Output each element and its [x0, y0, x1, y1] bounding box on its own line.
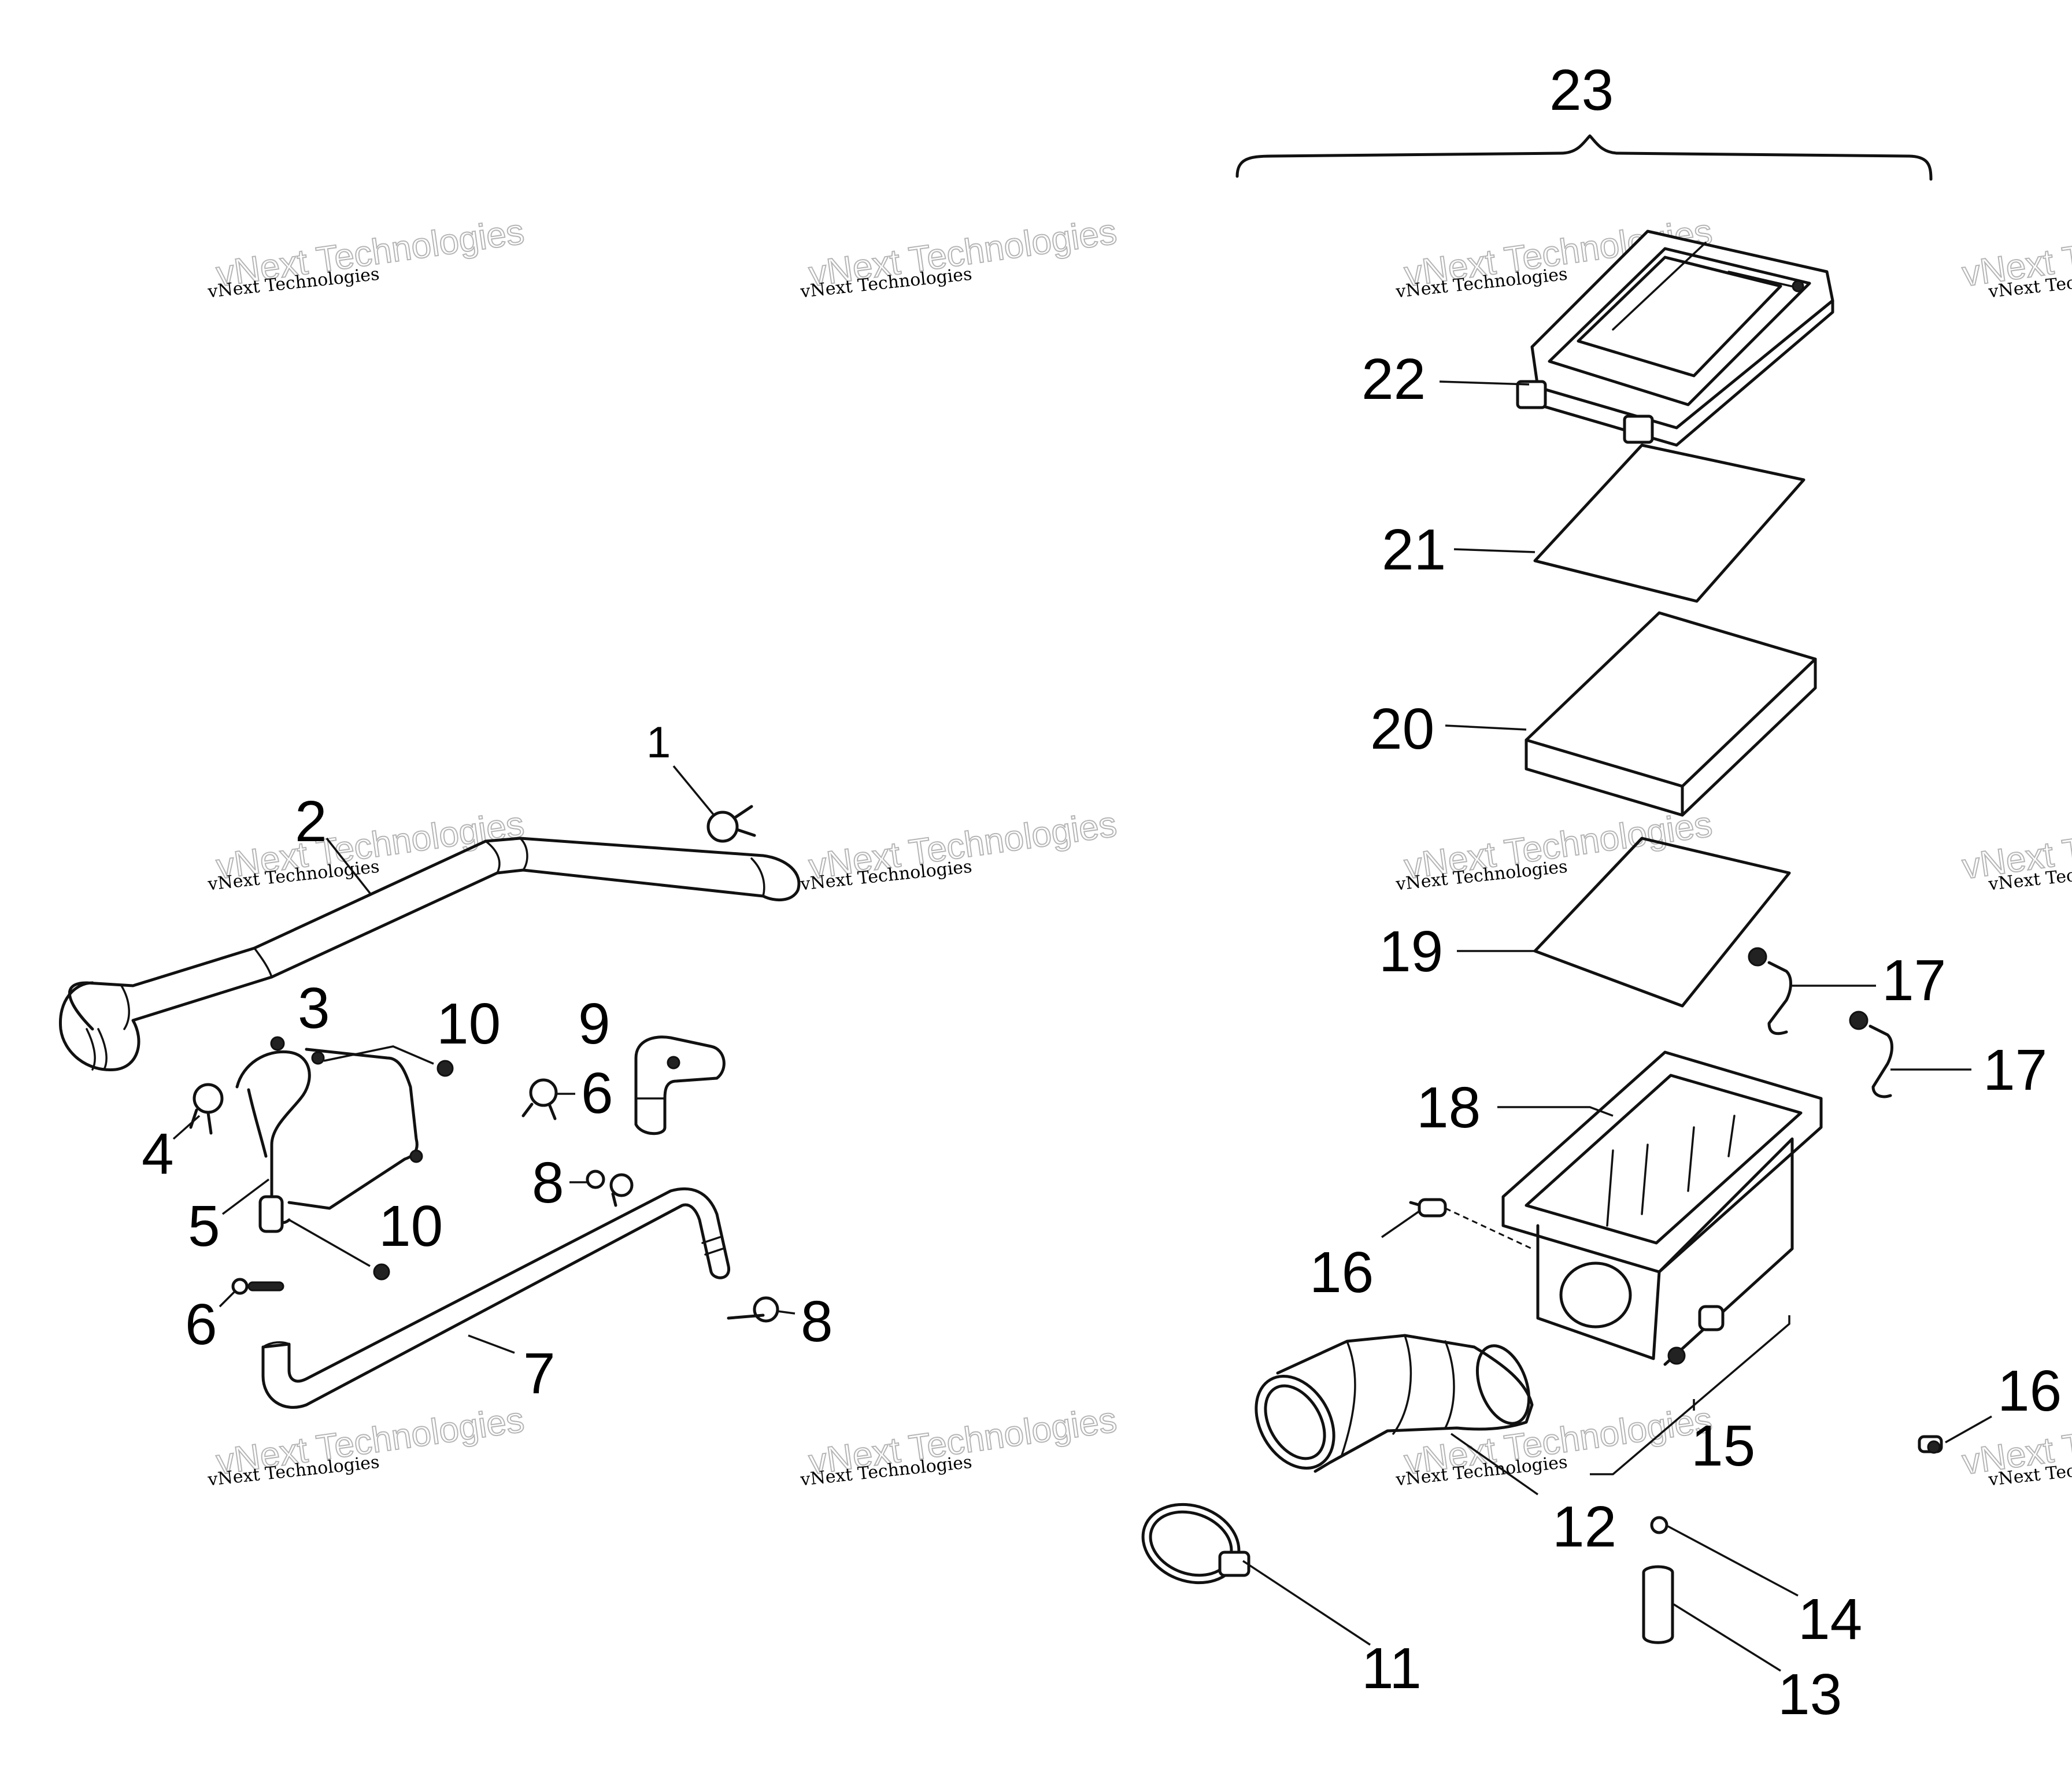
- part-16-bolt-right: [1918, 1435, 1943, 1454]
- callout-19: 19: [1379, 919, 1443, 984]
- part-7-drain-hose: [261, 1187, 730, 1409]
- leader-21: [1453, 548, 1536, 553]
- part-10-screw-lower: [288, 1219, 390, 1281]
- part-11-duct-clamp: [1141, 1503, 1250, 1585]
- watermark-tile: vNext Technologies vNext Technologies: [1394, 1399, 1715, 1490]
- leader-6-lower: [219, 1291, 235, 1308]
- watermark-tile: vNext Technologies vNext Technologies: [1959, 211, 2072, 302]
- leader-12: [1450, 1433, 1539, 1496]
- part-13-drain-plug: [1642, 1565, 1674, 1644]
- part-21-filter-screen: [1533, 443, 1805, 603]
- leader-15: [1590, 1315, 1790, 1475]
- leader-16-right: [1945, 1415, 1992, 1444]
- part-8-clamp-lower: [727, 1296, 779, 1323]
- part-14-clip: [1650, 1516, 1668, 1534]
- watermark-tile: vNext Technologies vNext Technologies: [206, 1399, 527, 1490]
- part-18-air-filter-case: [1501, 1050, 1823, 1366]
- callout-12: 12: [1552, 1494, 1616, 1559]
- callout-8-upper: 8: [532, 1150, 564, 1215]
- leader-13: [1673, 1603, 1781, 1672]
- part-12-intake-duct: [1255, 1334, 1534, 1473]
- callout-22: 22: [1361, 347, 1426, 412]
- callout-13: 13: [1778, 1662, 1842, 1727]
- callout-6-upper: 6: [581, 1061, 613, 1126]
- part-9-elbow-hose: [634, 1035, 726, 1135]
- callout-21: 21: [1382, 517, 1446, 582]
- leader-16-left: [1381, 1210, 1420, 1238]
- watermark-tile: vNext Technologies vNext Technologies: [1959, 804, 2072, 894]
- watermark-tile: vNext Technologies vNext Technologies: [799, 211, 1120, 302]
- part-17-clip-upper: [1748, 947, 1792, 1035]
- callout-6-lower: 6: [185, 1292, 217, 1357]
- callout-9: 9: [578, 991, 610, 1056]
- callout-15: 15: [1691, 1414, 1755, 1478]
- part-17-clip-lower: [1849, 1011, 1893, 1098]
- leader-7: [468, 1334, 515, 1354]
- part-6-clamp-lower: [231, 1278, 284, 1295]
- callout-17-upper: 17: [1882, 948, 1946, 1013]
- leader-5: [221, 1178, 270, 1215]
- watermark-tile: vNext Technologies vNext Technologies: [1394, 804, 1715, 894]
- leader-lines: [172, 380, 1992, 1672]
- part-3-nut: [270, 1036, 285, 1051]
- callout-10-lower: 10: [379, 1194, 443, 1259]
- callout-20: 20: [1370, 697, 1434, 761]
- callout-11: 11: [1361, 1636, 1422, 1701]
- callout-2: 2: [295, 789, 327, 854]
- callout-10-upper: 10: [436, 991, 501, 1056]
- part-23-assembly-brace: [1235, 134, 1933, 181]
- part-10-screw-upper: [323, 1045, 454, 1077]
- callout-5: 5: [188, 1194, 220, 1259]
- watermark-tile: vNext Technologies vNext Technologies: [206, 211, 527, 302]
- leader-20: [1445, 724, 1527, 731]
- callout-23: 23: [1549, 58, 1614, 123]
- part-5-breather-separator: [235, 1048, 423, 1233]
- callout-16-right: 16: [1997, 1359, 2062, 1423]
- callout-14: 14: [1798, 1587, 1862, 1652]
- watermark-tile: vNext Technologies vNext Technologies: [799, 1399, 1120, 1490]
- part-6-clamp-upper: [521, 1078, 558, 1120]
- leader-4: [172, 1115, 201, 1140]
- leader-22: [1439, 380, 1530, 386]
- leader-14: [1667, 1525, 1799, 1597]
- part-2-breather-hose: [58, 837, 801, 1071]
- leader-11: [1242, 1560, 1371, 1646]
- watermark-tile: vNext Technologies vNext Technologies: [799, 804, 1120, 894]
- leader-1: [672, 765, 715, 816]
- callout-4: 4: [142, 1122, 174, 1186]
- callout-8-lower: 8: [801, 1289, 833, 1354]
- part-16-bolt-left: [1409, 1198, 1533, 1250]
- part-4-hose-clamp: [189, 1083, 224, 1135]
- leader-2: [325, 837, 371, 894]
- callout-labels: 1 2 3 4 5 6 6 7 8 8 9 10 10 11 12 13 14 …: [142, 58, 2062, 1727]
- callout-17-lower: 17: [1983, 1038, 2047, 1102]
- callout-18: 18: [1416, 1075, 1481, 1140]
- part-22-air-filter-cover: [1516, 230, 1834, 447]
- callout-1: 1: [646, 718, 671, 767]
- callout-3: 3: [298, 976, 330, 1041]
- part-19-filter-screen: [1533, 837, 1791, 1008]
- leader-8-lower: [777, 1310, 796, 1315]
- callout-7: 7: [523, 1341, 556, 1406]
- part-1-hose-clamp: [706, 805, 756, 843]
- leader-18: [1497, 1106, 1614, 1117]
- part-8-clamp-upper: [586, 1170, 634, 1207]
- callout-16-left: 16: [1309, 1240, 1374, 1305]
- part-20-filter-element: [1525, 611, 1817, 817]
